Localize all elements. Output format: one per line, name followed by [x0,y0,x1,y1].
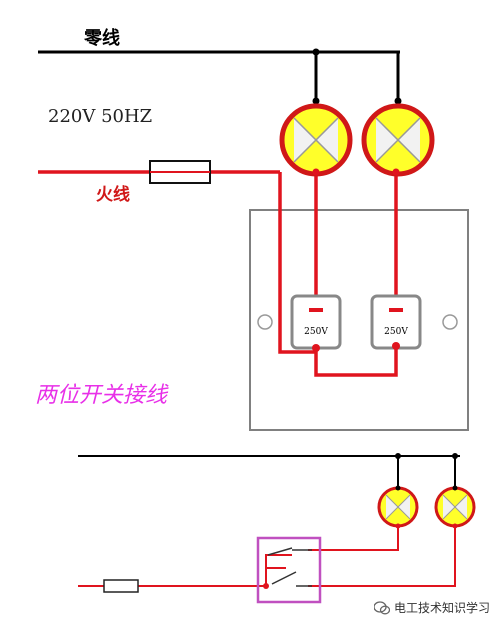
neutral-terminal-1 [312,97,320,105]
lamp-terminal [452,485,458,491]
wechat-icon [373,600,391,615]
live-wiring-bottom [78,526,456,587]
lamp-icon [434,486,476,528]
spec-label: 220V 50HZ [48,106,152,127]
neutral-junction [312,48,320,56]
neutral-junction-bottom [452,453,458,459]
lamp-terminal [395,523,401,529]
switch-terminal [263,583,269,589]
watermark-text: 电工技术知识学习 [393,601,490,615]
lamp-live-terminal-2 [392,168,400,176]
neutral-junction-bottom [395,453,401,459]
lamp-live-terminal-1 [312,168,320,176]
plate-screw-right [442,314,458,330]
lamp-icon [377,486,419,528]
lamp-icon [279,103,353,177]
switch-icon: 250V [290,294,342,350]
live-label: 火线 [96,184,130,205]
neutral-label: 零线 [83,27,120,49]
switch-icon: 250V [370,294,422,350]
switch-rating-2: 250V [384,327,408,337]
neutral-terminal-2 [394,97,402,105]
switch-terminal [392,342,400,350]
lamp-icon [361,103,435,177]
fuse-icon [103,579,139,593]
live-wiring-top [38,170,398,377]
switch-terminal [312,344,320,352]
switch-contacts [267,547,312,587]
diagram-title: 两位开关接线 [35,383,169,408]
lamp-terminal [452,523,458,529]
switch-plate [249,209,469,431]
watermark: 电工技术知识学习 [373,599,490,616]
plate-screw-left [257,314,273,330]
switch-icon [256,536,322,604]
lamp-terminal [395,485,401,491]
switch-rating-1: 250V [304,327,328,337]
neutral-wiring-top [38,50,400,104]
neutral-wiring-bottom [78,455,460,488]
